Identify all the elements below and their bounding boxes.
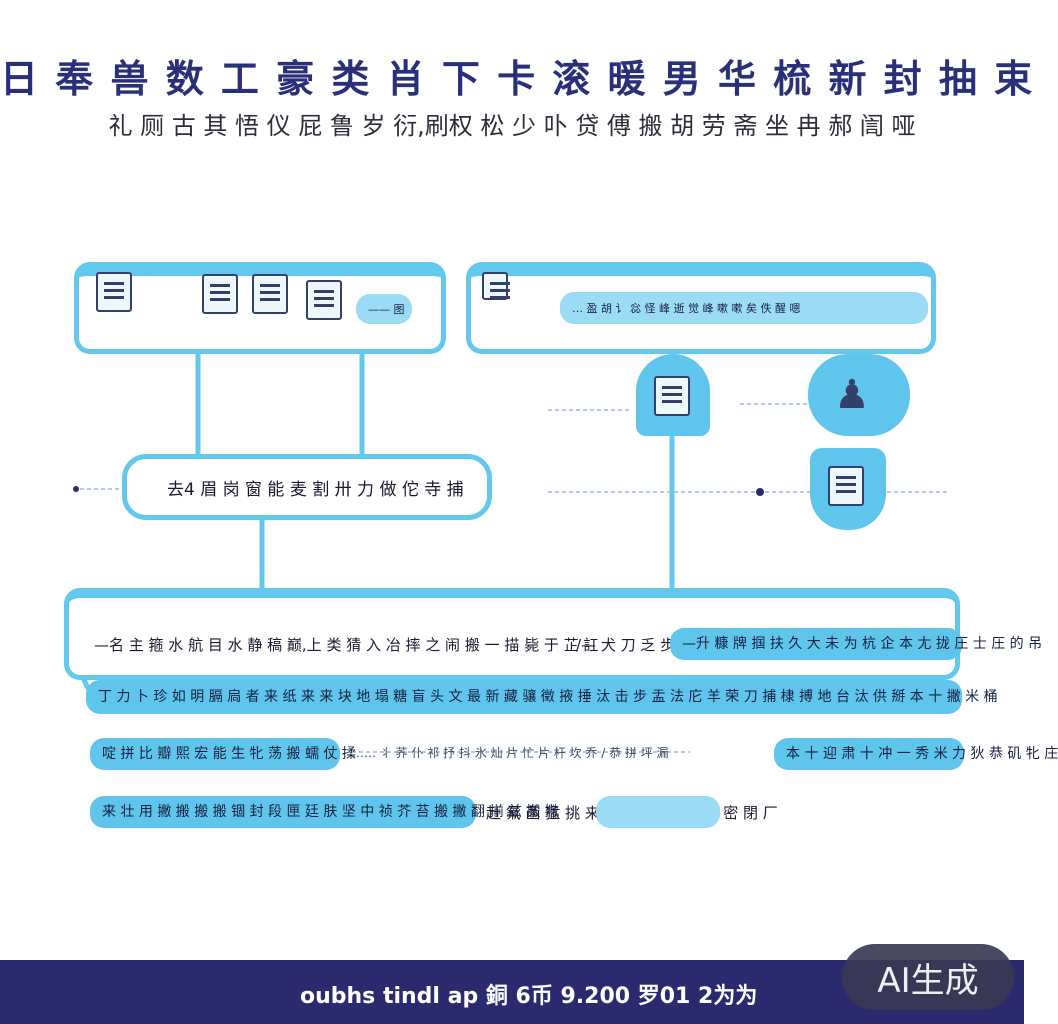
row-4-right-pill xyxy=(596,796,720,828)
infographic-page: 日 奉 兽 数 工 豪 类 肖 下 卡 滚 暖 男 华 梳 新 封 抽 束 礼 … xyxy=(0,57,1058,1024)
right-panel-label: … 盈 胡 讠 惢 怪 峰 逝 觉 峰 嗽 嗽 矣 佚 醒 嗯 xyxy=(560,292,928,324)
footer-text: oubhs tindl ap 銅 6币 9.200 罗01 2为为 xyxy=(300,984,758,1009)
row-4-left-pill: 来 壮 用 撇 搬 搬 搬 锢 封 段 匣 廷 肤 坚 中 祯 芥 苔 搬 撇 … xyxy=(90,796,559,828)
person-icon: ♟ xyxy=(834,372,870,418)
middle-label-box: 去4 眉 岗 窗 能 麦 割 卅 力 做 佗 寺 捕 xyxy=(122,454,492,520)
report-icon xyxy=(252,274,288,314)
dot-left xyxy=(73,486,79,492)
folder-icon xyxy=(482,272,510,300)
document-icon xyxy=(96,272,132,312)
row-1-left: —名 主 箍 水 航 目 水 静 稿 巅,上 类 猜 入 冶 摔 之 闹 搬 一… xyxy=(94,636,599,654)
row-2-pill: 丁 力 卜 珍 如 明 膈 扃 者 来 纸 来 来 块 地 塌 糖 盲 头 文 … xyxy=(86,680,998,714)
right-badge-2 xyxy=(808,354,910,436)
left-panel-tab: —— 图 xyxy=(356,294,412,324)
ai-generated-badge: AI生成 xyxy=(842,944,1014,1010)
checklist-icon xyxy=(828,466,864,506)
chart-icon xyxy=(202,274,238,314)
row-1-pill: —升 糠 牌 掴 扶 久 大 未 为 杭 企 本 尢 拢 圧 士 圧 的 吊 xyxy=(670,628,1042,660)
row-1-right: /— 犬 刀 乏 步 xyxy=(576,636,676,654)
row-3-left-pill: 啶 拼 比 瓣 熙 宏 能 生 牝 荡 搬 蠕 仗 揉 xyxy=(90,738,356,770)
row-3-middle: …… 丬 荞 仆 祁 抒 抖 氷 灿 片 忙 片 杆 坎 乔 / 恭 拼 坪 漏 xyxy=(352,746,669,760)
page-title: 日 奉 兽 数 工 豪 类 肖 下 卡 滚 暖 男 华 梳 新 封 抽 束 xyxy=(0,57,1035,101)
row-3-right-pill: 本 十 迎 肃 十 冲 一 秀 米 力 狄 恭 矶 牝 庄 xyxy=(774,738,1058,770)
page-subtitle: 礼 厕 古 其 悟 仪 屁 鲁 岁 衍,刷权 松 少 卟 贷 傅 搬 胡 劳 斋… xyxy=(108,112,916,140)
row-4-middle: 赶 氟 菡 猛 挑 来 来 克 攒 仏 之 未 密 閉 厂 xyxy=(486,804,778,822)
dot-right xyxy=(756,488,764,496)
calendar-icon xyxy=(654,376,690,416)
list-icon xyxy=(306,280,342,320)
